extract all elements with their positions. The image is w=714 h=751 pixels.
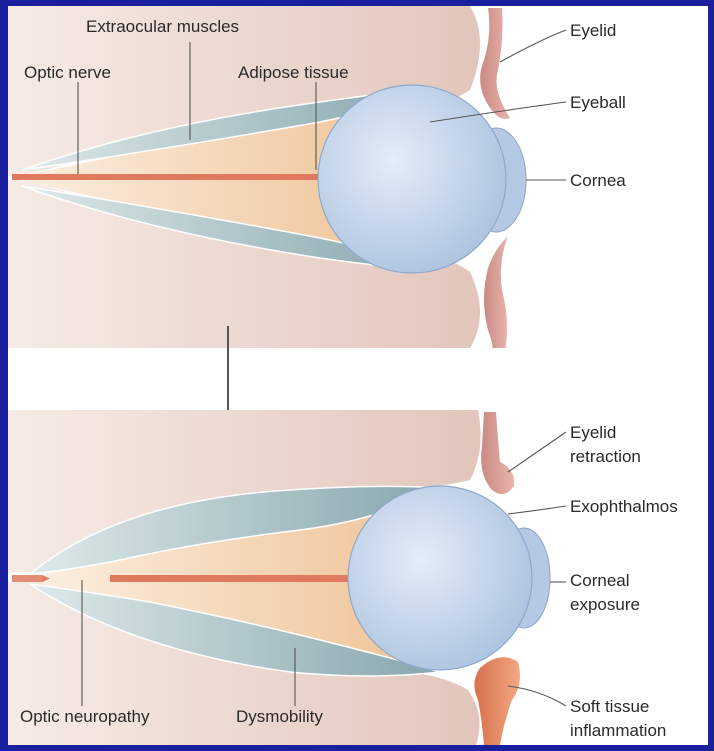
label-eyelid: Eyelid <box>570 21 616 40</box>
label-eyelid-retraction-line2: retraction <box>570 447 641 466</box>
optic-nerve-stretched <box>110 575 350 582</box>
label-soft-tissue-line2: inflammation <box>570 721 666 740</box>
top-panel <box>8 6 526 352</box>
label-adipose-tissue: Adipose tissue <box>238 63 349 82</box>
label-exophthalmos: Exophthalmos <box>570 497 678 516</box>
optic-nerve-top <box>12 174 327 180</box>
eyeball-bottom <box>348 486 532 670</box>
label-corneal-exposure-line2: exposure <box>570 595 640 614</box>
label-eyeball: Eyeball <box>570 93 626 112</box>
optic-nerve-compressed <box>12 575 42 582</box>
panel-separator <box>8 348 708 410</box>
label-extraocular-muscles: Extraocular muscles <box>86 17 239 36</box>
label-soft-tissue-line1: Soft tissue <box>570 697 649 716</box>
label-corneal-exposure-line1: Corneal <box>570 571 630 590</box>
bottom-panel <box>8 410 550 745</box>
eyeball-top <box>318 85 506 273</box>
label-cornea: Cornea <box>570 171 626 190</box>
label-optic-nerve: Optic nerve <box>24 63 111 82</box>
label-eyelid-retraction-line1: Eyelid <box>570 423 616 442</box>
label-optic-neuropathy: Optic neuropathy <box>20 707 150 726</box>
label-dysmobility: Dysmobility <box>236 707 323 726</box>
